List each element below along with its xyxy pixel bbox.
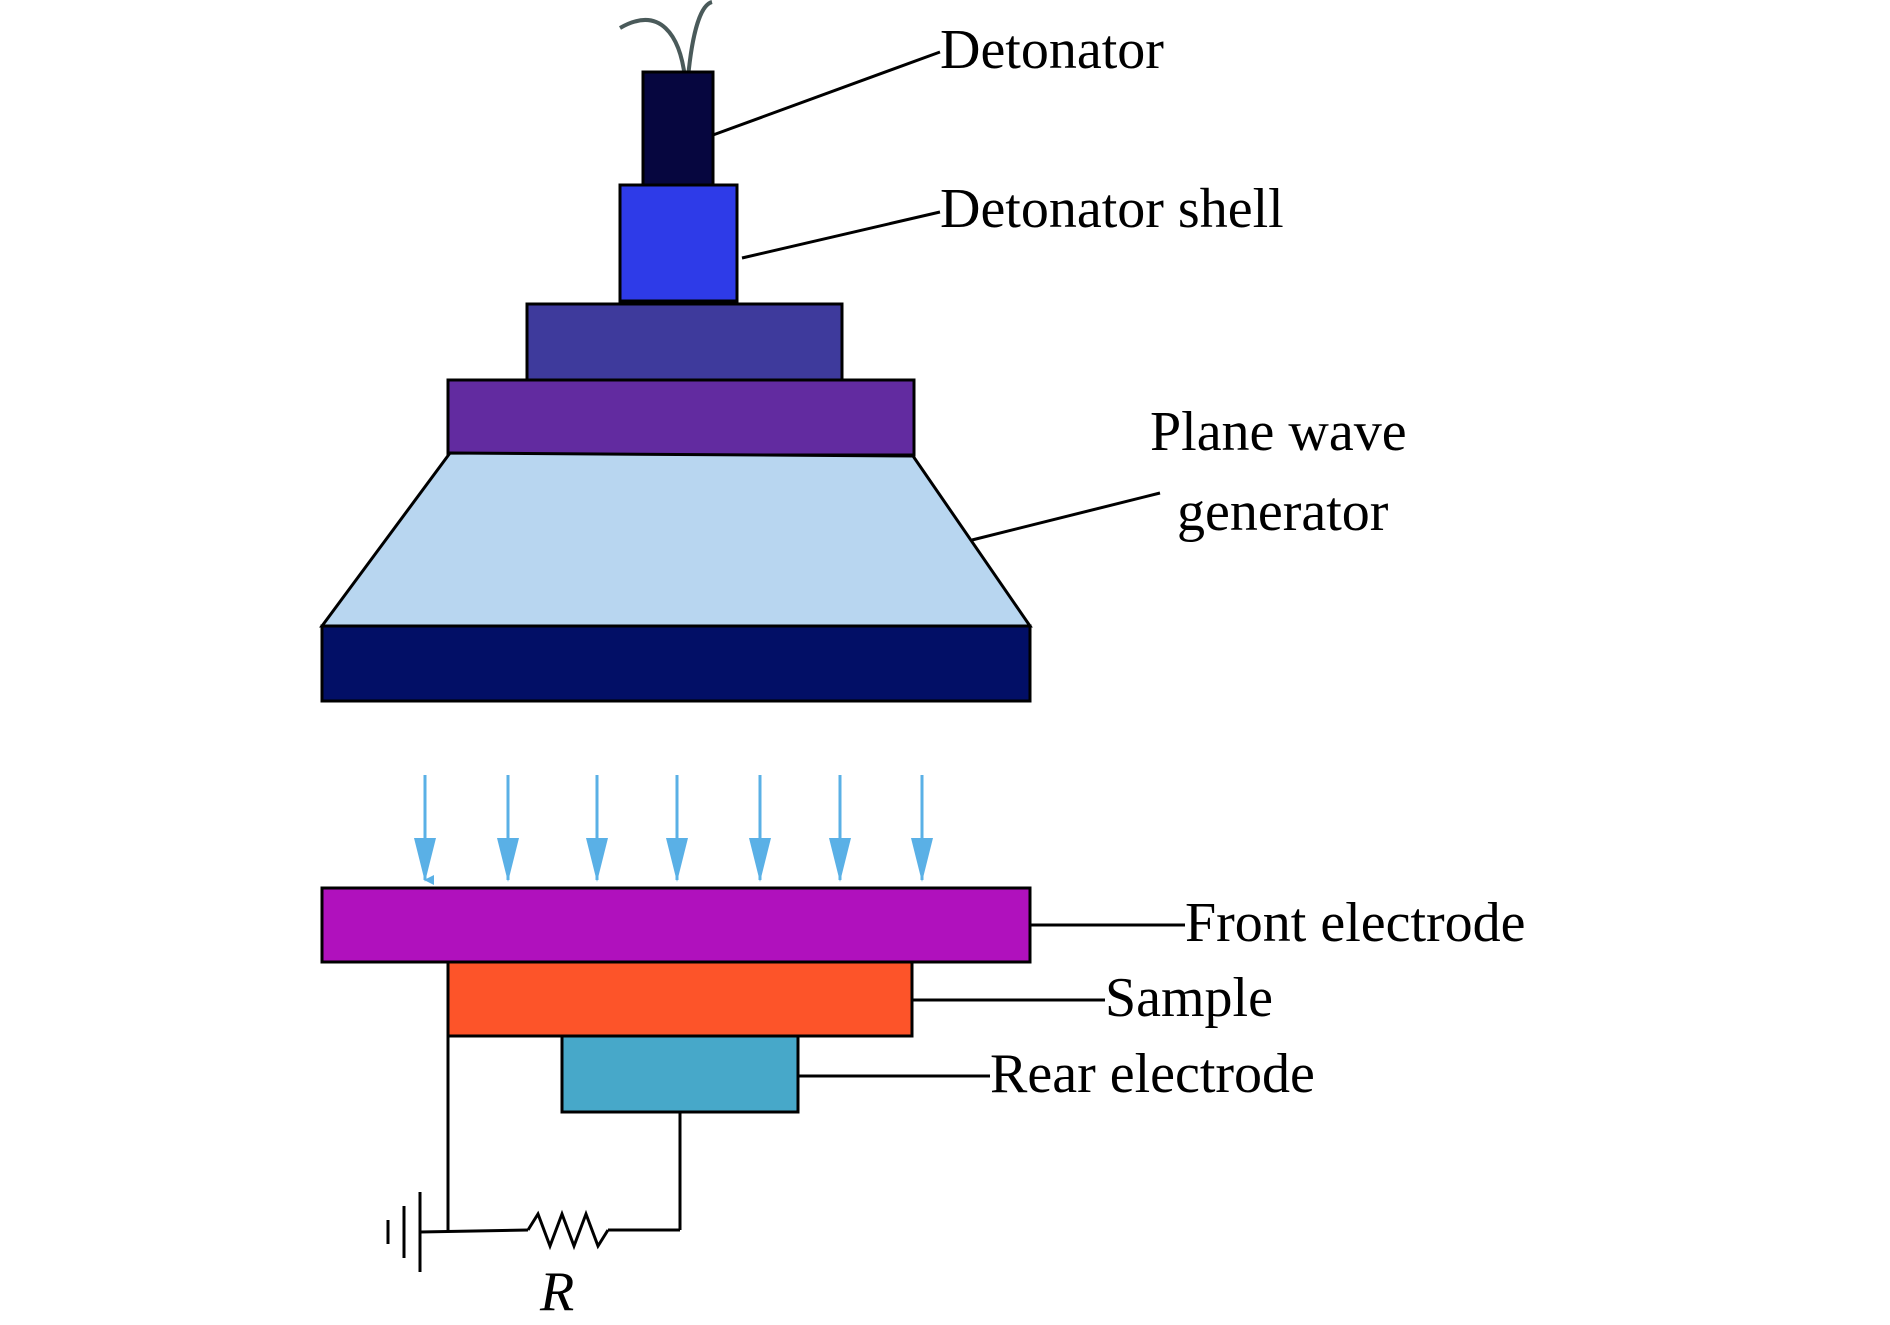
sample-block <box>446 960 914 1038</box>
ground-icon <box>386 1192 422 1272</box>
rear-electrode-block <box>560 1034 800 1114</box>
sample-label: Sample <box>1105 967 1273 1029</box>
down-arrow-icon <box>497 838 519 882</box>
charge-upper-block <box>525 302 844 382</box>
detonator-shell-leader-line <box>741 210 941 260</box>
plane-wave-generator-leader-line <box>971 491 1161 542</box>
detonator-block <box>641 70 715 187</box>
plane-wave-generator-body <box>319 451 1033 628</box>
front-electrode-block <box>320 886 1032 964</box>
detonator-lead-wire <box>686 0 713 79</box>
rear-electrode-label: Rear electrode <box>990 1043 1315 1105</box>
charge-lower-block <box>446 378 916 457</box>
detonator-label: Detonator <box>940 19 1164 81</box>
detonator-shell-block <box>618 183 739 303</box>
down-arrow-icon <box>414 838 436 882</box>
resistor-label: R <box>539 1261 574 1323</box>
detonator-leader-line <box>712 50 941 137</box>
circuit-wire <box>419 1228 529 1234</box>
plane-wave-generator-base <box>320 624 1032 703</box>
resistor-icon <box>526 1209 610 1251</box>
plane-wave-generator-label-line2: generator <box>1177 481 1389 543</box>
down-arrow-icon <box>911 838 933 882</box>
down-arrow-icon <box>749 838 771 882</box>
down-arrow-icon <box>586 838 608 882</box>
detonator-shell-label: Detonator shell <box>940 178 1284 240</box>
plane-wave-generator-label-line1: Plane wave <box>1150 401 1407 463</box>
down-arrow-icon <box>666 838 688 882</box>
front-electrode-label: Front electrode <box>1185 892 1526 954</box>
down-arrow-icon <box>829 838 851 882</box>
circuit <box>386 1036 682 1272</box>
shock-arrows <box>414 775 933 885</box>
detonator-lead-wire <box>619 18 687 79</box>
